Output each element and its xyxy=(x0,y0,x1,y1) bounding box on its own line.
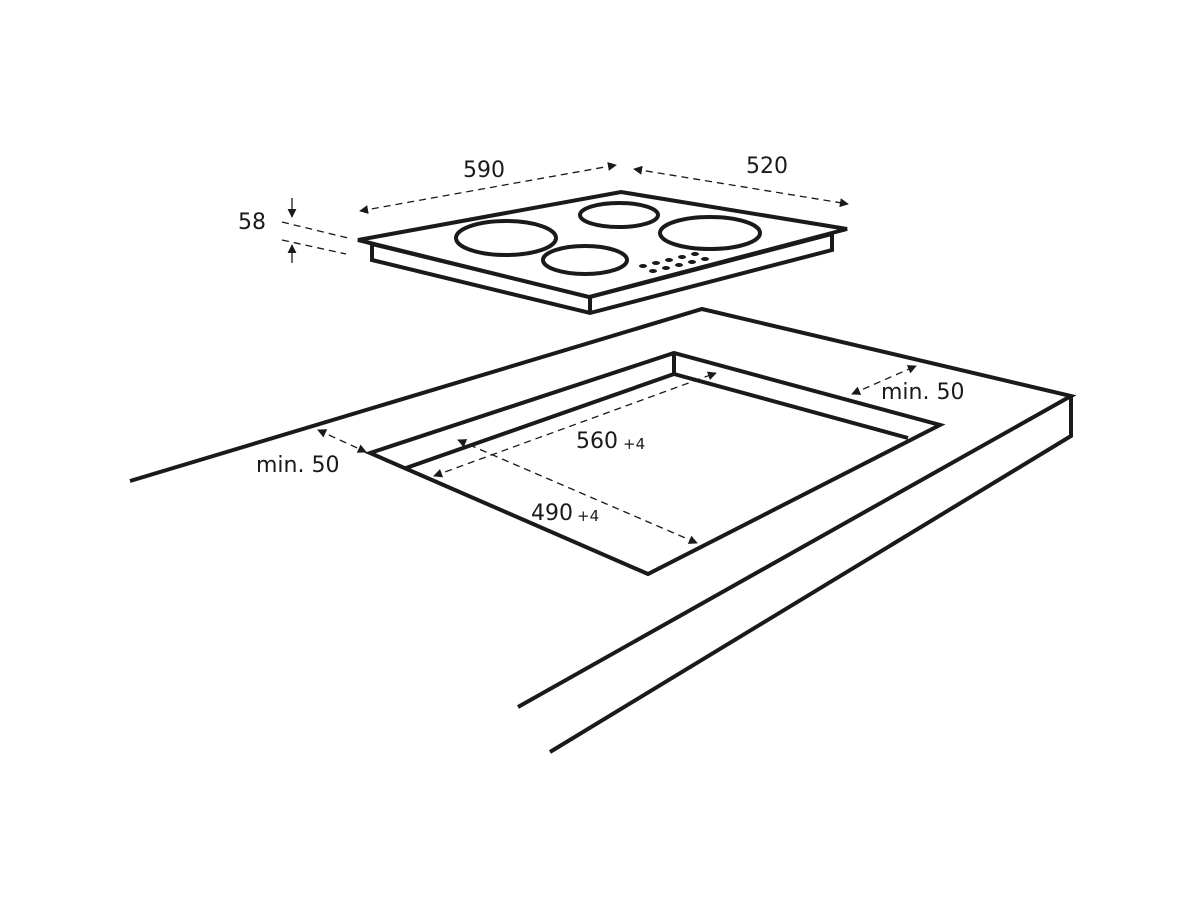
dimension-hob-width xyxy=(359,162,617,214)
cooking-zone-back-left xyxy=(454,219,558,257)
control-panel-dots xyxy=(639,252,709,273)
cutout-depth-tolerance: +4 xyxy=(577,507,599,525)
hob-glass-top xyxy=(357,189,848,300)
dimension-hob-depth xyxy=(633,165,849,208)
cutout-depth-label: 490 xyxy=(531,501,573,526)
hob-height-label: 58 xyxy=(238,210,266,235)
cutout-outline xyxy=(364,350,946,577)
dimension-clearance-front xyxy=(317,429,367,453)
worktop xyxy=(129,306,1077,754)
cooking-zone-front-right xyxy=(658,215,762,251)
clearance-front-label: min. 50 xyxy=(256,453,339,478)
hob-depth-label: 520 xyxy=(746,154,788,179)
cooking-zone-front-left xyxy=(541,244,629,276)
cutout-width-tolerance: +4 xyxy=(623,435,645,453)
worktop-front-face xyxy=(548,396,1073,754)
worktop-back-edge xyxy=(129,306,1077,709)
hob-width-label: 590 xyxy=(463,158,505,183)
dimension-hob-height xyxy=(281,198,349,263)
worktop-cutout xyxy=(364,350,946,577)
hob xyxy=(357,189,848,316)
cutout-width-label: 560 xyxy=(576,429,618,454)
clearance-back-label: min. 50 xyxy=(881,380,964,405)
cooking-zone-back-right xyxy=(578,201,660,229)
dimension-cutout-depth xyxy=(457,439,698,544)
